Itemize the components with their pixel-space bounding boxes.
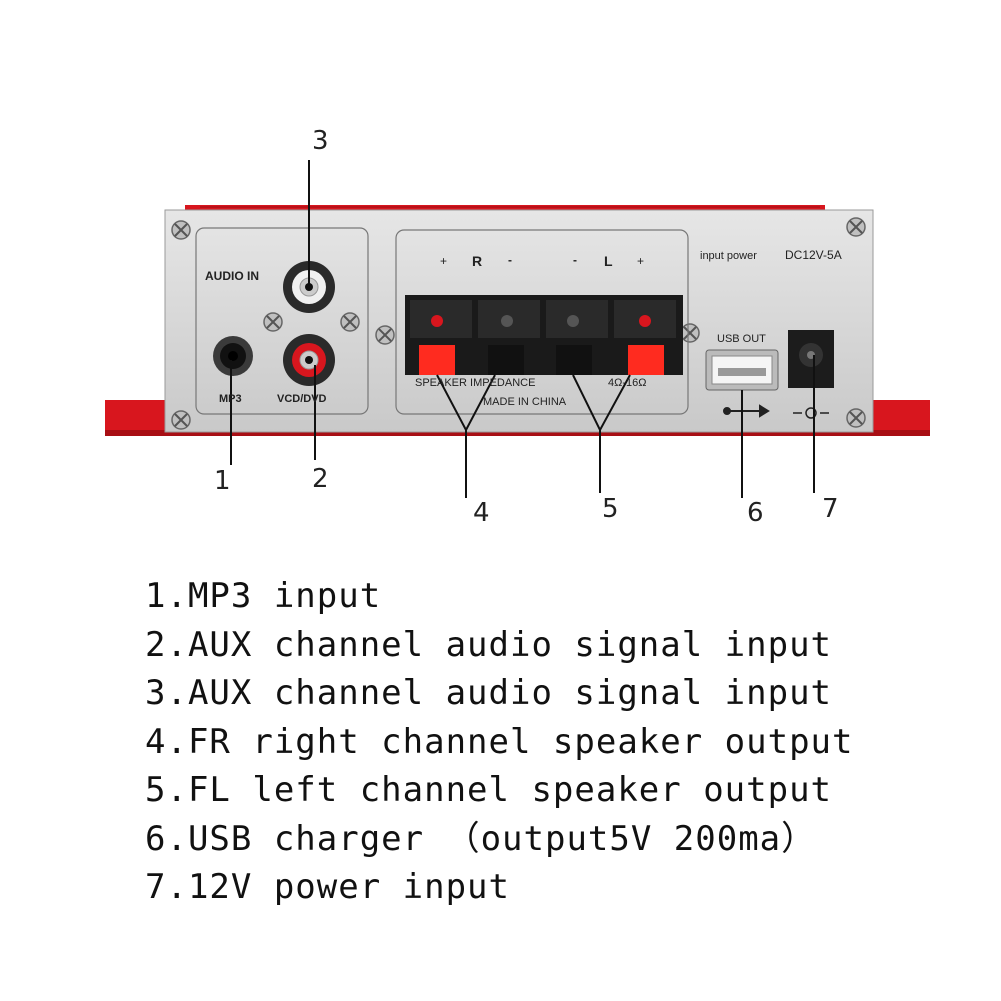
r-label: R: [472, 253, 483, 269]
vcd-dvd-label: VCD/DVD: [277, 393, 327, 405]
callout-number: 6: [747, 498, 764, 528]
legend-item: 1.MP3 input: [145, 576, 382, 616]
speaker-terminal-clips: [410, 300, 676, 375]
plus-l-label: +: [637, 254, 645, 268]
callout-number: 3: [312, 126, 329, 156]
feature-legend: 1.MP3 input 2.AUX channel audio signal i…: [145, 572, 854, 912]
callout-number: 7: [822, 494, 839, 524]
legend-item: 6.USB charger （output5V 200ma）: [145, 818, 817, 859]
l-label: L: [604, 253, 613, 269]
dc-polarity-icon: [793, 407, 829, 419]
legend-item: 2.AUX channel audio signal input: [145, 624, 833, 665]
audio-input-section: [195, 227, 369, 415]
legend-item: 7.12V power input: [145, 867, 510, 907]
callout-lines: [230, 160, 815, 498]
impedance-range-label: 4Ω-16Ω: [608, 377, 647, 389]
callout-number: 4: [473, 498, 490, 528]
legend-item: 5.FL left channel speaker output: [145, 770, 833, 810]
audio-in-label: AUDIO IN: [205, 269, 259, 283]
plus-r-label: +: [440, 254, 448, 268]
minus-r-label: -: [508, 253, 512, 267]
callout-number: 2: [312, 464, 329, 494]
legend-item: 3.AUX channel audio signal input: [145, 673, 833, 713]
legend-item: 4.FR right channel speaker output: [145, 721, 854, 762]
mp3-label: MP3: [219, 393, 242, 405]
callout-number: 1: [214, 466, 231, 496]
dc-rating-label: DC12V-5A: [785, 248, 842, 262]
amplifier-rear-panel-figure: AUDIO IN MP3 VCD/DVD + R - - L + SPEAKER…: [105, 126, 930, 528]
speaker-section: [395, 229, 689, 415]
callout-number: 5: [602, 494, 619, 524]
input-power-label: input power: [700, 250, 757, 262]
amplifier-illustration: [105, 160, 930, 498]
speaker-impedance-label: SPEAKER IMPEDANCE: [415, 377, 536, 389]
minus-l-label: -: [573, 253, 577, 267]
made-in-china-label: MADE IN CHINA: [483, 396, 567, 408]
usb-out-label: USB OUT: [717, 333, 766, 345]
